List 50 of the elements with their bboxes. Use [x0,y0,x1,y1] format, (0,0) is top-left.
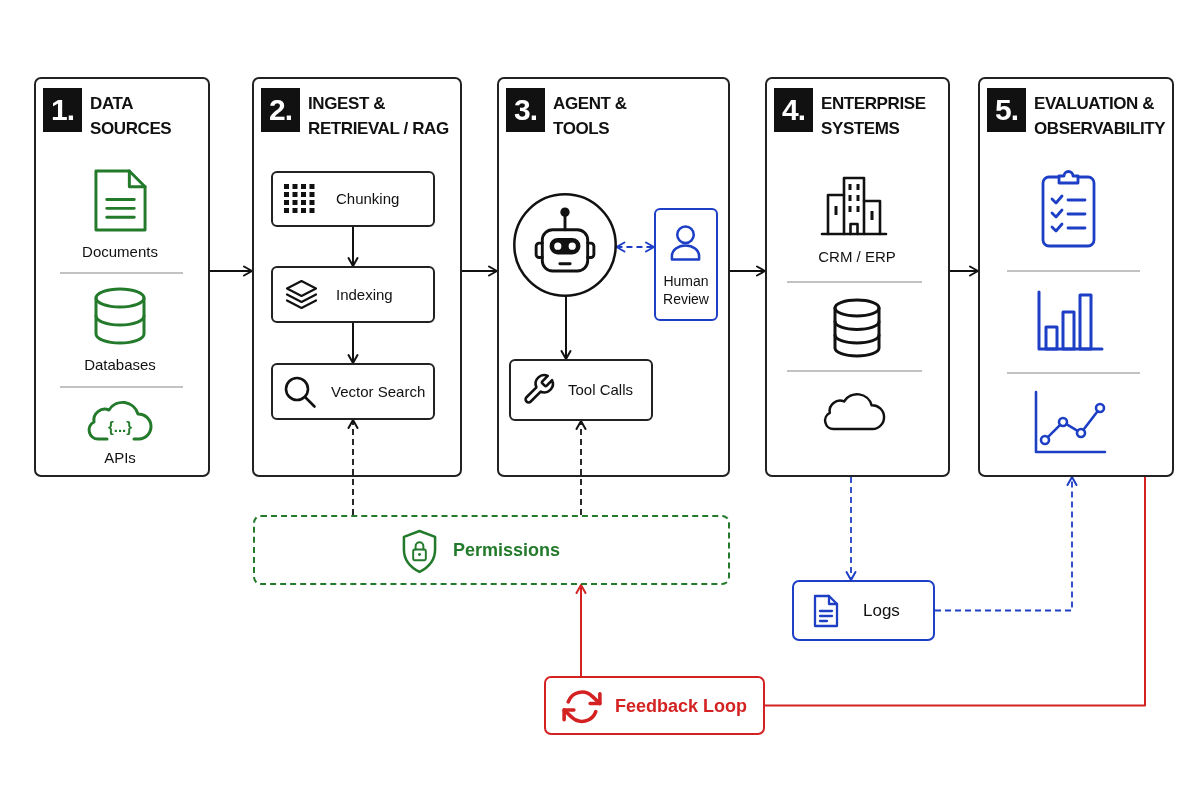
source-label: Databases [84,356,156,373]
step-label: Indexing [336,285,393,303]
process-box [271,171,435,227]
step-number: 5. [987,88,1026,132]
system-label: CRM / ERP [818,248,896,265]
source-label: Documents [82,243,158,260]
process-box [509,359,653,421]
step-label: Chunking [336,190,400,207]
step-number: 4. [774,88,813,132]
source-label: APIs [104,449,136,466]
arrow [560,295,572,360]
permissions-label: Permissions [453,540,561,560]
step-number: 1. [43,88,82,132]
dashed-arrow [934,476,1078,612]
stage-panel [252,77,462,477]
reviewer-label: Human Review [663,273,709,307]
step-number: 3. [506,88,545,132]
step-number: 2. [261,88,300,132]
logs-box [792,580,935,641]
dashed-arrow [845,476,857,581]
arrow [461,265,498,277]
stage-title: ENTERPRISE SYSTEMS [821,94,926,138]
stage-panel [497,77,730,477]
double-arrow [615,241,655,253]
process-box [271,363,435,420]
dashed-arrow [575,420,587,516]
code-braces-text: {...} [107,418,133,435]
feedback-label: Feedback Loop [615,695,748,716]
arrow [209,265,253,277]
stage-panel [978,77,1174,477]
dashed-arrow [347,419,359,516]
logs-label: Logs [863,600,900,620]
review-box [654,208,718,321]
stage-panel [765,77,950,477]
arrow [347,322,359,364]
stage-title: INGEST & RETRIEVAL / RAG [308,94,449,138]
step-label: Vector Search [331,382,426,400]
stage-title: DATA SOURCES [90,94,172,138]
connector-line [764,476,1146,707]
arrow [949,265,979,277]
step-label: Tool Calls [568,381,634,398]
process-box [271,266,435,323]
permissions-box [253,515,730,585]
arrow [347,226,359,267]
stage-panel [34,77,210,477]
arrow [729,265,766,277]
arrow [575,584,587,677]
feedback-box [544,676,765,735]
stage-title: EVALUATION & OBSERVABILITY [1034,94,1166,138]
stage-title: AGENT & TOOLS [553,94,627,138]
